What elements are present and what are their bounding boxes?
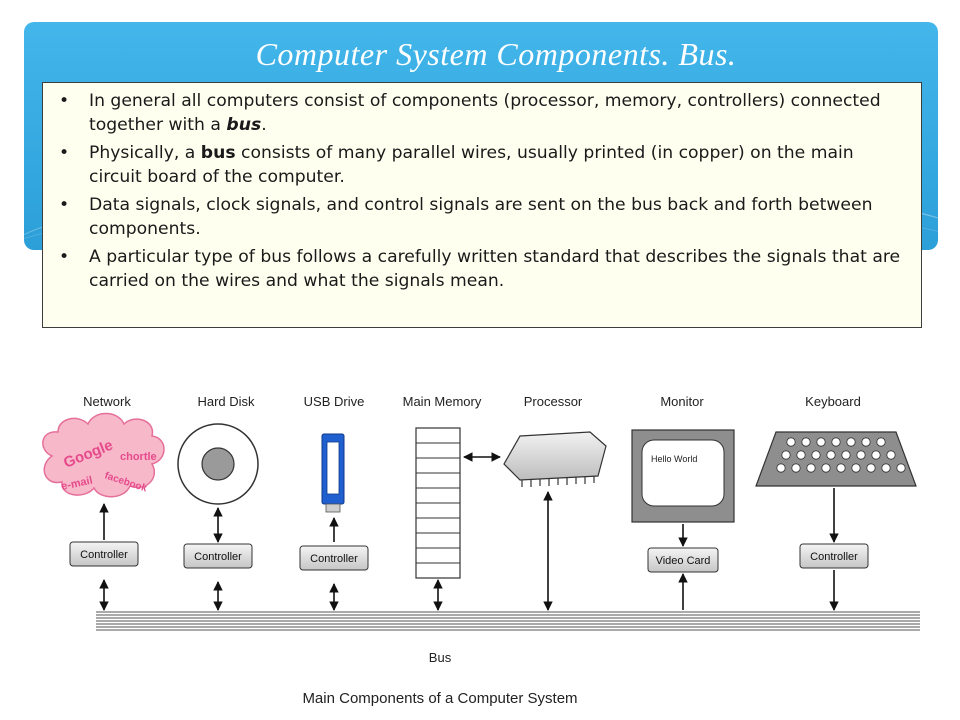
network-cloud-icon: Google chortle facebook e-mail [42,412,165,498]
bullet-text: Data signals, clock signals, and control… [89,195,873,239]
video-card-label: Video Card [656,555,711,567]
keyboard-controller: Controller [799,543,869,569]
monitor-label: Monitor [660,394,704,409]
bullet-item: • Data signals, clock signals, and contro… [55,193,907,241]
bullet-list: • In general all computers consist of com… [55,89,907,293]
keyboard-label: Keyboard [805,394,861,409]
bullet-dot-icon: • [59,143,70,163]
usb-controller: Controller [299,545,369,571]
hard-disk-controller-label: Controller [194,551,242,563]
network-label: Network [83,394,131,409]
bullet-item: • Physically, a bus consists of many para… [55,141,907,189]
bullet-dot-icon: • [59,91,70,111]
bullet-item: • In general all computers consist of com… [55,89,907,137]
computer-components-diagram: Network Hard Disk USB Drive Main Memory … [42,394,920,707]
usb-drive-icon [321,433,345,513]
hard-disk-controller: Controller [183,543,253,569]
bus-label: Bus [429,650,452,665]
bus-lines [96,611,920,631]
bullet-emphasis: bus [200,143,236,163]
bullet-dot-icon: • [59,195,70,215]
usb-controller-label: Controller [310,553,358,565]
bullet-text: Physically, a [89,143,201,163]
cloud-word-chortle: chortle [120,451,157,463]
hard-disk-icon [177,423,259,505]
bullet-text: consists of many parallel wires, usually… [89,143,854,187]
connector-arrows [99,452,839,611]
monitor-icon: Hello World [631,429,735,523]
hard-disk-label: Hard Disk [197,394,255,409]
bullet-text: In general all computers consist of comp… [89,91,881,135]
usb-drive-label: USB Drive [304,394,365,409]
main-memory-label: Main Memory [403,394,482,409]
bullet-text: . [261,115,267,135]
keyboard-icon [755,431,917,487]
bullet-item: • A particular type of bus follows a care… [55,245,907,293]
bullet-textbox: • In general all computers consist of com… [42,82,922,328]
network-controller-label: Controller [80,549,128,561]
diagram-caption: Main Components of a Computer System [302,690,577,707]
screen-text: Hello World [651,454,697,464]
bullet-dot-icon: • [59,247,70,267]
processor-icon [503,431,607,487]
network-controller: Controller [69,541,139,567]
bullet-emphasis: bus [226,115,262,135]
keyboard-controller-label: Controller [810,551,858,563]
main-memory-icon [415,427,461,579]
bullet-text: A particular type of bus follows a caref… [89,247,901,291]
processor-label: Processor [524,394,583,409]
video-card: Video Card [647,547,719,573]
slide-title: Computer System Components. Bus. [255,36,737,72]
